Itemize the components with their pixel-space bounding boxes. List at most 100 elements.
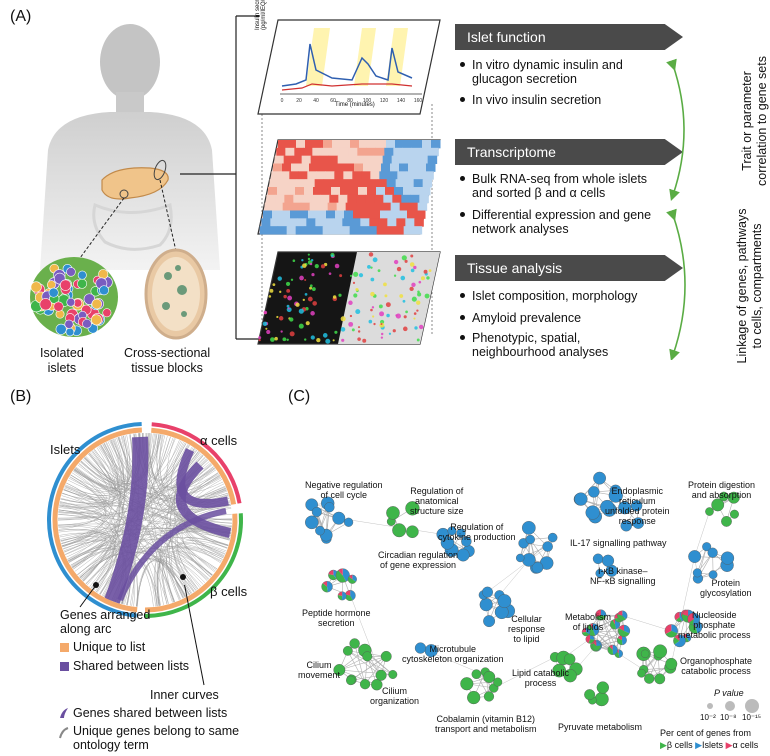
heatmap-cell <box>426 163 436 172</box>
heatmap-cell <box>317 210 327 219</box>
heatmap-cell <box>373 155 384 164</box>
heatmap-cell <box>406 171 416 180</box>
network-node <box>375 669 387 681</box>
network-node <box>584 689 596 701</box>
heatmap-cell <box>328 155 339 164</box>
heatmap-cell <box>350 179 361 188</box>
network-node <box>522 553 536 567</box>
heatmap-cell <box>266 194 276 204</box>
network-node <box>687 612 701 626</box>
network-node <box>702 542 712 552</box>
heatmap-cell <box>421 187 431 196</box>
heatmap-cell <box>332 179 343 188</box>
heatmap-cell <box>287 140 297 149</box>
heatmap-cell <box>407 210 417 219</box>
network-node <box>664 624 679 638</box>
heatmap-cell <box>286 226 297 235</box>
curve-legend-unique: Unique genes belong to same ontology ter… <box>73 724 240 752</box>
heatmap-cell <box>333 218 343 227</box>
network-node <box>630 500 643 512</box>
network-node <box>592 553 604 565</box>
term-ikb-nfkb: I-κB kinase– NF-κB signalling <box>590 566 656 586</box>
heatmap-cell <box>335 210 345 219</box>
heatmap-cell <box>327 202 338 211</box>
heatmap-cell <box>354 202 365 211</box>
network-node <box>692 568 702 578</box>
heatmap-cell <box>286 187 296 196</box>
network-node <box>620 520 632 532</box>
heatmap-cell <box>402 147 412 157</box>
plot-tick-label: 20 <box>296 98 302 104</box>
heatmap-cell <box>372 202 383 211</box>
heatmap-cell <box>277 226 288 235</box>
network-node <box>602 554 615 567</box>
heatmap-cell <box>318 202 329 211</box>
heatmap-cell <box>397 171 407 180</box>
network-node <box>637 668 646 678</box>
heatmap-cell <box>359 140 369 149</box>
heatmap-cell <box>345 202 356 211</box>
heatmap-cell <box>338 194 348 204</box>
heatmap-cell <box>379 171 389 180</box>
heatmap-cell <box>259 226 270 235</box>
heatmap-cell <box>319 155 330 164</box>
heatmap-cell <box>308 210 318 219</box>
heatmap-cell <box>394 226 405 235</box>
heatmap-cell <box>309 202 320 211</box>
network-node <box>727 491 740 504</box>
heatmap-cell <box>276 147 286 157</box>
term-metabolism-lipids: Metabolism of lipids <box>565 612 612 632</box>
heatmap-cell <box>299 210 309 219</box>
legend-unique: Unique to list <box>73 640 146 654</box>
heatmap-cell <box>304 187 314 196</box>
heatmap-cell <box>344 210 354 219</box>
heatmap-cell <box>383 194 393 204</box>
heatmap-cell <box>422 140 432 149</box>
heatmap-cell <box>386 140 396 149</box>
legend-shared: Shared between lists <box>73 659 190 673</box>
arc-label-islets: Islets <box>50 442 81 457</box>
heatmap-cell <box>395 179 406 188</box>
heatmap-cell <box>395 140 405 149</box>
heatmap-cell <box>400 155 411 164</box>
heatmap-cell <box>334 171 344 180</box>
heatmap-cell <box>364 155 375 164</box>
heatmap-cell <box>295 226 306 235</box>
network-node <box>688 550 702 563</box>
heatmap-cell <box>396 218 406 227</box>
network-node <box>359 679 371 690</box>
heatmap-cell <box>357 147 367 157</box>
heatmap-cell <box>347 194 357 204</box>
heatmap-cell <box>414 218 424 227</box>
network-node <box>332 511 346 525</box>
heatmap-cell <box>369 218 379 227</box>
heatmap-cell <box>392 194 402 204</box>
heatmap-cell <box>272 210 282 219</box>
network-node <box>617 610 628 621</box>
panel-c-label: (C) <box>288 388 311 405</box>
heatmap-cell <box>352 171 362 180</box>
heatmap-cell <box>336 163 346 172</box>
network-node <box>594 692 609 707</box>
heatmap-cell <box>288 218 298 227</box>
heatmap-cell <box>405 218 415 227</box>
heatmap-cell <box>300 202 311 211</box>
heatmap-cell <box>312 147 322 157</box>
term-microtubule: Microtubule cytoskeleton organization <box>402 644 504 664</box>
network-node <box>347 574 357 584</box>
network-node <box>609 619 621 630</box>
heatmap-cell <box>368 140 378 149</box>
panel-b-label: (B) <box>10 388 32 405</box>
heatmap-cell <box>410 194 420 204</box>
heatmap-cell <box>329 194 339 204</box>
network-node <box>447 526 457 536</box>
heatmap-cell <box>264 202 275 211</box>
heatmap-cell <box>323 179 334 188</box>
heatmap-cell <box>305 179 316 188</box>
term-il17: IL-17 signalling pathway <box>570 538 667 548</box>
network-node <box>600 499 615 515</box>
term-circadian: Circadian regulation of gene expression <box>378 550 459 570</box>
network-node <box>552 663 566 678</box>
heatmap-cell <box>363 202 374 211</box>
plot-tick-label: 80 <box>347 98 353 104</box>
